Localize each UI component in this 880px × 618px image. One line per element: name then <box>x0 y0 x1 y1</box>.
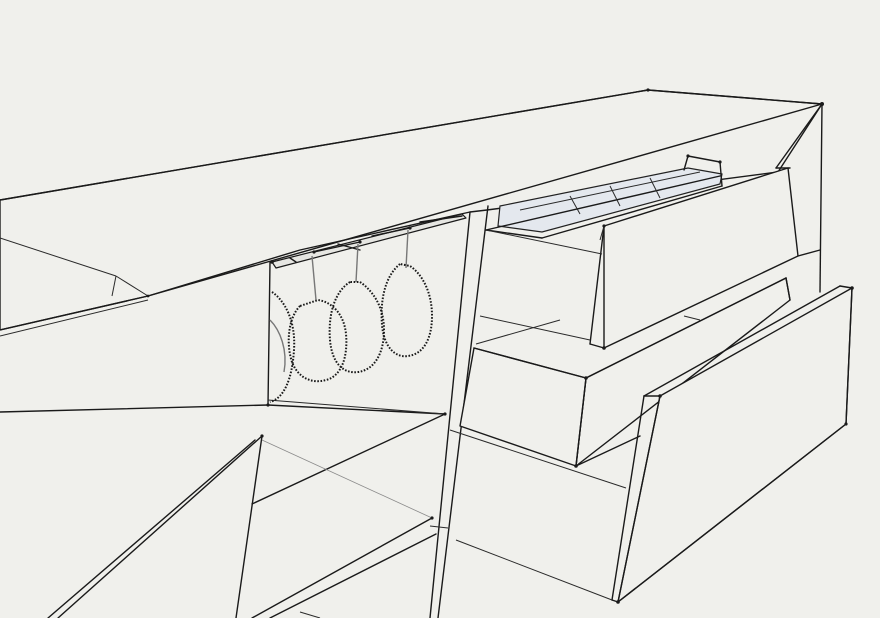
countertop[interactable] <box>0 89 823 337</box>
cabinet-door[interactable] <box>449 285 854 604</box>
drawer-middle[interactable] <box>459 277 791 468</box>
open-shelf-compartment[interactable] <box>0 261 446 618</box>
wine-glass-1[interactable] <box>380 229 434 358</box>
wine-glass-3[interactable] <box>287 255 348 383</box>
wine-glass-4[interactable] <box>269 291 296 403</box>
glass-rack[interactable] <box>270 213 467 269</box>
wine-glass-2[interactable] <box>328 243 386 374</box>
vertex-markers <box>146 88 824 520</box>
cabinet-side-panel[interactable] <box>775 103 823 293</box>
bottle-tray[interactable] <box>485 154 723 239</box>
